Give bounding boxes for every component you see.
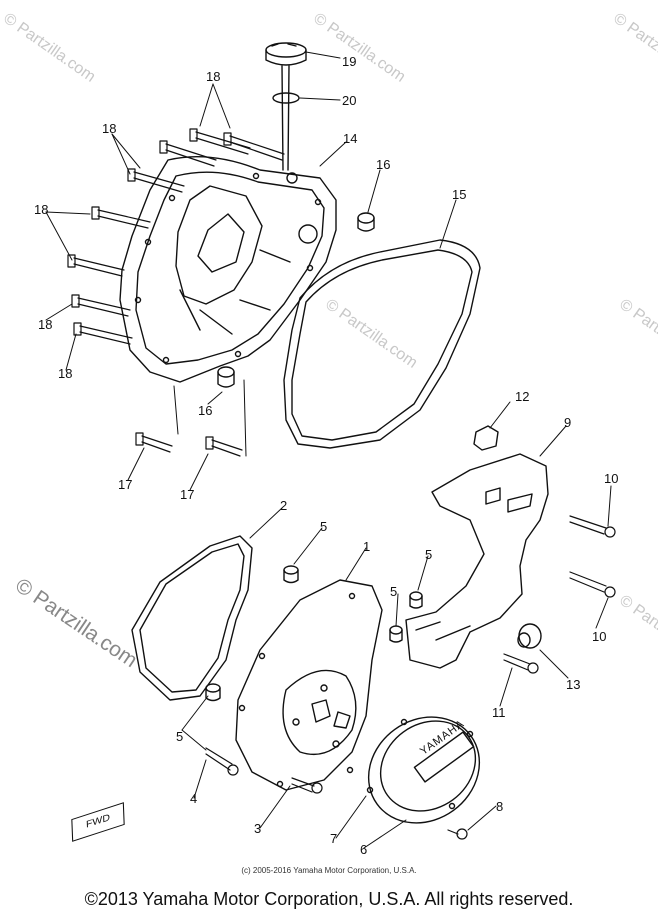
screw-8 [447, 828, 468, 840]
callout-8: 8 [496, 799, 504, 814]
callout-6: 6 [360, 842, 368, 857]
left-cover-gasket [131, 535, 253, 701]
dowel-pin-lower [217, 366, 235, 388]
crankcase-cover-gasket [283, 239, 481, 449]
callout-5-b: 5 [425, 547, 433, 562]
bolts-4-3 [205, 747, 323, 794]
callout-4: 4 [190, 791, 198, 806]
callout-5-c: 5 [390, 584, 398, 599]
lower-cover-bolts [135, 432, 243, 457]
callout-1: 1 [363, 539, 371, 554]
small-copyright: (c) 2005-2016 Yamaha Motor Corporation, … [241, 866, 417, 875]
callout-16-a: 16 [376, 157, 391, 172]
bolt-11 [503, 653, 539, 674]
oil-filler-cap [265, 42, 307, 171]
callout-10-b: 10 [592, 629, 607, 644]
callout-15: 15 [452, 187, 467, 202]
callout-13: 13 [566, 677, 581, 692]
callout-2: 2 [280, 498, 288, 513]
callout-9: 9 [564, 415, 572, 430]
callout-18-a: 18 [206, 69, 221, 84]
callout-19: 19 [342, 54, 357, 69]
callout-20: 20 [342, 93, 357, 108]
callout-10-a: 10 [604, 471, 619, 486]
callout-11: 11 [492, 705, 506, 720]
alternator-cover [366, 716, 481, 824]
callout-5-d: 5 [176, 729, 184, 744]
o-ring [272, 92, 300, 104]
cap-12 [473, 425, 499, 451]
callout-18-c: 18 [34, 202, 49, 217]
dowel-pin-upper [357, 212, 375, 232]
callout-18-b: 18 [102, 121, 117, 136]
callout-5-a: 5 [320, 519, 328, 534]
callout-18-d: 18 [38, 317, 53, 332]
bracket-cover-9 [405, 453, 549, 669]
footer-copyright: ©2013 Yamaha Motor Corporation, U.S.A. A… [84, 889, 574, 909]
callout-17-b: 17 [180, 487, 195, 502]
callout-17-a: 17 [118, 477, 133, 492]
leader-lines [45, 51, 612, 849]
callout-14: 14 [343, 131, 358, 146]
callout-12: 12 [515, 389, 530, 404]
seal-13 [517, 623, 542, 649]
bracket-bolts [569, 515, 616, 598]
crankcase-cover-right [119, 156, 337, 383]
left-crankcase-cover [235, 579, 383, 791]
callout-16-b: 16 [198, 403, 213, 418]
cover-bolts [67, 128, 285, 345]
callout-3: 3 [254, 821, 262, 836]
callout-7: 7 [330, 831, 338, 846]
callout-18-e: 18 [58, 366, 73, 381]
